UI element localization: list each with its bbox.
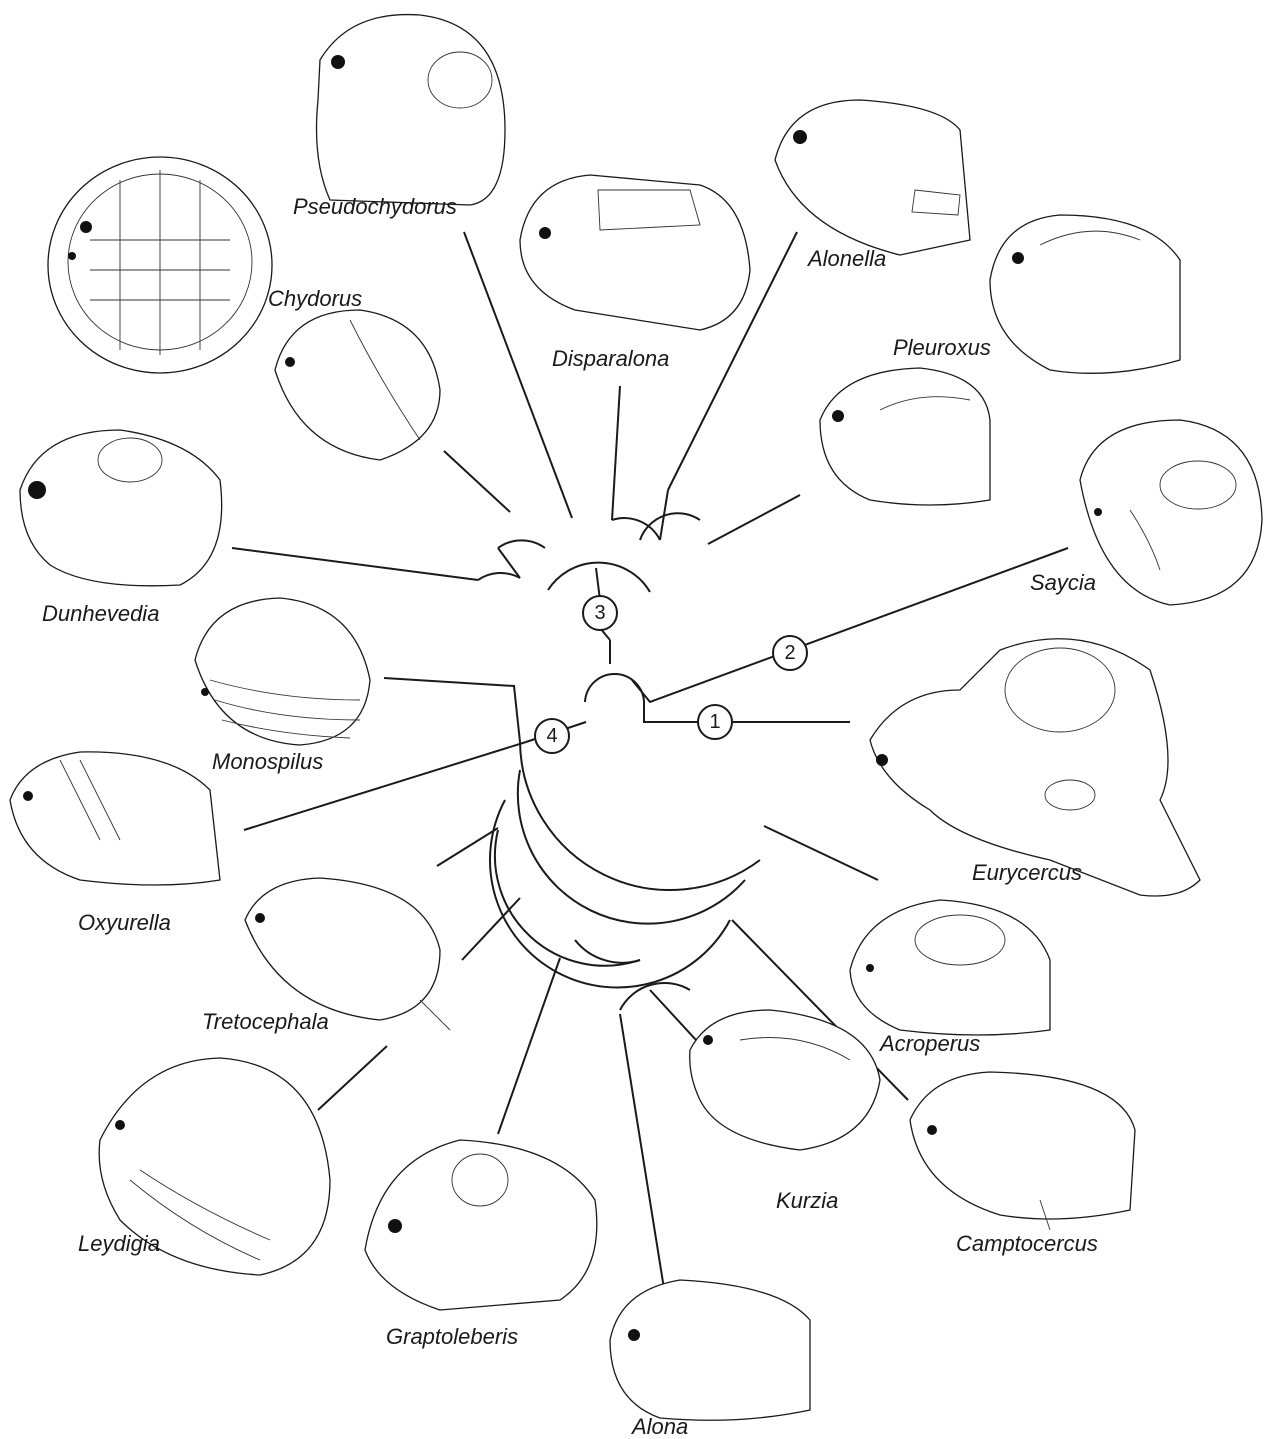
taxon-label-monospilus: Monospilus (212, 749, 323, 774)
taxon-label-pseudochydorus: Pseudochydorus (293, 194, 457, 219)
drawing-tretocephala (245, 878, 450, 1030)
taxon-label-chydorus: Chydorus (268, 286, 362, 311)
taxon-label-disparalona: Disparalona (552, 346, 669, 371)
drawing-eurycercus (870, 639, 1200, 896)
drawing-chydorus (48, 157, 272, 373)
taxon-label-alona: Alona (630, 1414, 688, 1439)
drawing-camptocercus (910, 1072, 1135, 1230)
drawing-graptoleberis (365, 1140, 597, 1310)
taxon-label-tretocephala: Tretocephala (202, 1009, 329, 1034)
svg-text:4: 4 (546, 725, 557, 747)
drawing-oxyurella (10, 752, 220, 885)
drawing-saycia (1080, 420, 1262, 605)
drawing-pleuroxus (990, 215, 1180, 373)
svg-text:3: 3 (594, 602, 605, 624)
taxon-label-acroperus: Acroperus (878, 1031, 980, 1056)
drawing-disparalona (520, 175, 750, 330)
svg-text:1: 1 (709, 711, 720, 733)
drawing-alona (610, 1280, 810, 1420)
node-marker-4: 4 (535, 719, 569, 753)
drawing-kurzia (690, 1010, 880, 1150)
drawing-monospilus (195, 598, 370, 745)
taxon-label-saycia: Saycia (1030, 570, 1096, 595)
svg-text:2: 2 (784, 642, 795, 664)
drawing-unlabeled-chydorid (275, 310, 440, 460)
taxon-label-pleuroxus: Pleuroxus (893, 335, 991, 360)
drawing-dunhevedia (20, 430, 222, 586)
drawing-unlabeled-chydorid-2 (820, 368, 990, 505)
node-marker-1: 1 (698, 705, 732, 739)
drawing-pseudochydorus (317, 15, 506, 205)
taxon-label-leydigia: Leydigia (78, 1231, 160, 1256)
taxon-label-alonella: Alonella (806, 246, 886, 271)
taxon-label-oxyurella: Oxyurella (78, 910, 171, 935)
drawing-alonella (775, 100, 970, 255)
taxon-label-camptocercus: Camptocercus (956, 1231, 1098, 1256)
taxon-label-eurycercus: Eurycercus (972, 860, 1082, 885)
drawing-acroperus (850, 900, 1050, 1035)
node-marker-2: 2 (773, 636, 807, 670)
node-marker-3: 3 (583, 596, 617, 630)
taxon-label-graptoleberis: Graptoleberis (386, 1324, 518, 1349)
taxon-label-dunhevedia: Dunhevedia (42, 601, 159, 626)
taxon-label-kurzia: Kurzia (776, 1188, 838, 1213)
